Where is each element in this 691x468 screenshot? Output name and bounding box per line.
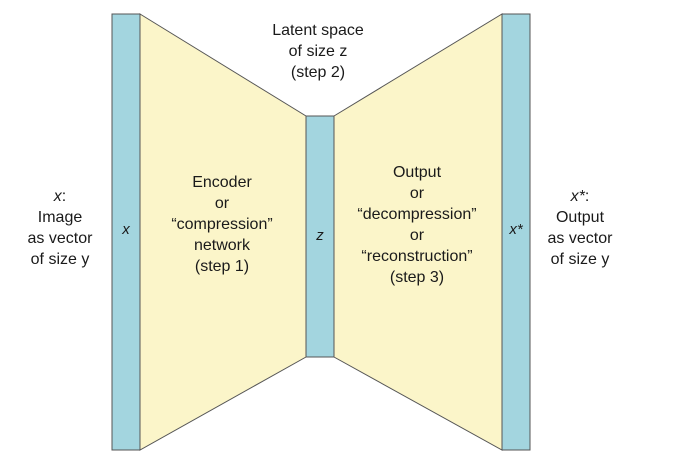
latent-caption-line: of size z <box>288 43 348 60</box>
input-description: x: Image as vector of size y <box>12 186 108 270</box>
decoder-label-line: “reconstruction” <box>361 248 473 265</box>
decoder-label-line: or <box>409 227 425 244</box>
latent-bar-label: z <box>316 227 324 244</box>
output-description-line: as vector <box>547 230 613 247</box>
decoder-label: Output or “decompression” or “reconstruc… <box>336 162 498 288</box>
output-bar-label: x* <box>509 221 523 238</box>
input-bar-label: x <box>122 221 130 238</box>
encoder-label-line: or <box>214 195 230 212</box>
output-description: x*: Output as vector of size y <box>530 186 630 270</box>
encoder-label-line: Encoder <box>192 174 252 191</box>
input-description-line: Image <box>37 209 83 226</box>
latent-bar <box>305 115 335 358</box>
decoder-label-line: Output <box>392 164 442 181</box>
decoder-label-line: or <box>409 185 425 202</box>
latent-caption-line: Latent space <box>272 22 364 39</box>
encoder-label: Encoder or “compression” network (step 1… <box>142 172 302 277</box>
output-description-var: x* <box>570 188 585 205</box>
encoder-label-line: (step 1) <box>194 258 250 275</box>
latent-space-caption: Latent space of size z (step 2) <box>238 20 398 83</box>
latent-caption-line: (step 2) <box>290 64 346 81</box>
input-description-line: as vector <box>27 230 93 247</box>
input-description-line: of size y <box>30 251 90 268</box>
input-bar <box>111 13 141 451</box>
decoder-label-line: “decompression” <box>357 206 477 223</box>
input-description-var: x <box>53 188 62 205</box>
output-bar <box>501 13 531 451</box>
encoder-label-line: network <box>193 237 251 254</box>
decoder-label-line: (step 3) <box>389 269 445 286</box>
output-description-line: of size y <box>550 251 610 268</box>
output-description-line: Output <box>555 209 605 226</box>
encoder-label-line: “compression” <box>171 216 273 233</box>
